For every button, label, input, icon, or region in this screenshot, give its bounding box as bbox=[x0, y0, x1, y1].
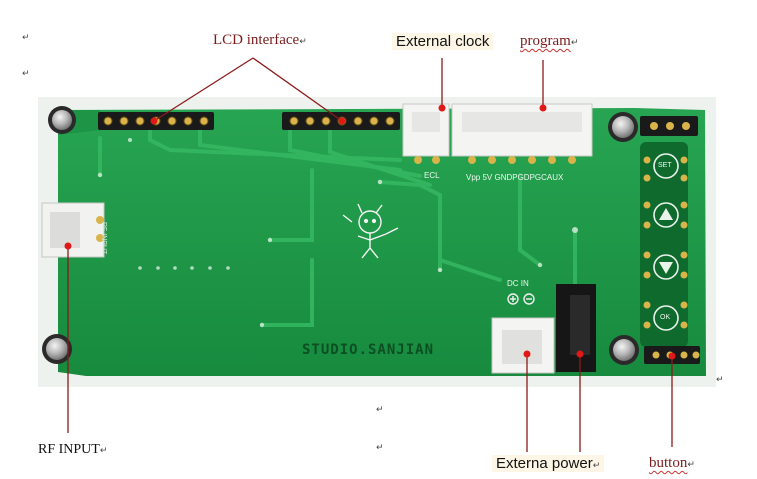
down-button-outline bbox=[653, 254, 679, 280]
button-column bbox=[640, 142, 688, 347]
silkscreen-ecl: ECL bbox=[424, 171, 440, 180]
label-external-power: Externa power↵ bbox=[492, 455, 605, 472]
label-program: program↵ bbox=[520, 33, 579, 49]
label-rf-input: RF INPUT↵ bbox=[38, 442, 108, 457]
clock-connector bbox=[402, 103, 450, 164]
ok-button-outline bbox=[653, 305, 679, 331]
paragraph-mark-3: ↵ bbox=[716, 375, 724, 385]
label-button: button↵ bbox=[649, 455, 695, 471]
silkscreen-ok: OK bbox=[660, 314, 671, 321]
silkscreen-dc-in: DC IN bbox=[507, 279, 529, 288]
silkscreen-set: SET bbox=[658, 162, 672, 169]
top-right-header bbox=[640, 116, 698, 136]
pcb-traces bbox=[98, 123, 577, 327]
pcb-vias bbox=[97, 138, 578, 328]
pcb-board bbox=[58, 108, 706, 376]
set-button-outline bbox=[653, 153, 679, 179]
label-lcd-interface: LCD interface↵ bbox=[213, 32, 307, 48]
paragraph-mark-5: ↵ bbox=[376, 443, 384, 453]
paragraph-mark-4: ↵ bbox=[376, 405, 384, 415]
silkscreen-brand: STUDIO.SANJIAN bbox=[302, 342, 435, 358]
paragraph-mark-2: ↵ bbox=[22, 69, 30, 79]
up-button-outline bbox=[653, 202, 679, 228]
mascot-doodle bbox=[342, 203, 399, 259]
paragraph-mark-1: ↵ bbox=[22, 33, 30, 43]
mounting-screws bbox=[42, 106, 639, 365]
dc-in-connector bbox=[491, 284, 596, 374]
rf-input-connector bbox=[41, 202, 105, 258]
silkscreen-program-pins: Vpp 5V GNDPGDPGCAUX bbox=[466, 173, 564, 182]
silkscreen-rf-input: RF INPUT bbox=[100, 222, 107, 255]
label-external-clock: External clock bbox=[392, 33, 494, 50]
program-connector bbox=[451, 103, 593, 164]
pointer-dots bbox=[64, 104, 676, 360]
pointer-lines bbox=[67, 57, 673, 452]
